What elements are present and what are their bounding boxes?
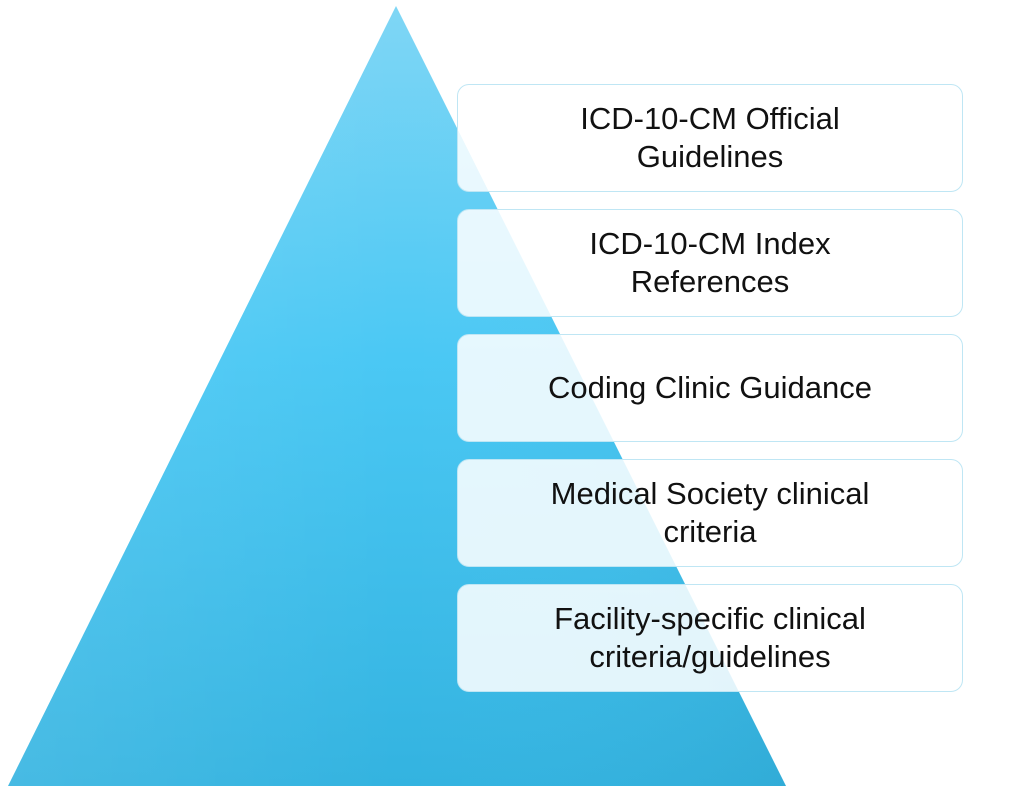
level-box-coding-clinic: Coding Clinic Guidance — [457, 334, 963, 442]
level-box-medical-society: Medical Society clinical criteria — [457, 459, 963, 567]
level-label: ICD-10-CM Official Guidelines — [580, 101, 840, 174]
level-label: ICD-10-CM Index References — [589, 226, 831, 299]
level-box-index-references: ICD-10-CM Index References — [457, 209, 963, 317]
level-label: Coding Clinic Guidance — [548, 370, 872, 405]
level-label: Facility-specific clinical criteria/guid… — [554, 601, 866, 674]
level-box-official-guidelines: ICD-10-CM Official Guidelines — [457, 84, 963, 192]
level-label: Medical Society clinical criteria — [550, 476, 870, 549]
level-box-facility-specific: Facility-specific clinical criteria/guid… — [457, 584, 963, 692]
